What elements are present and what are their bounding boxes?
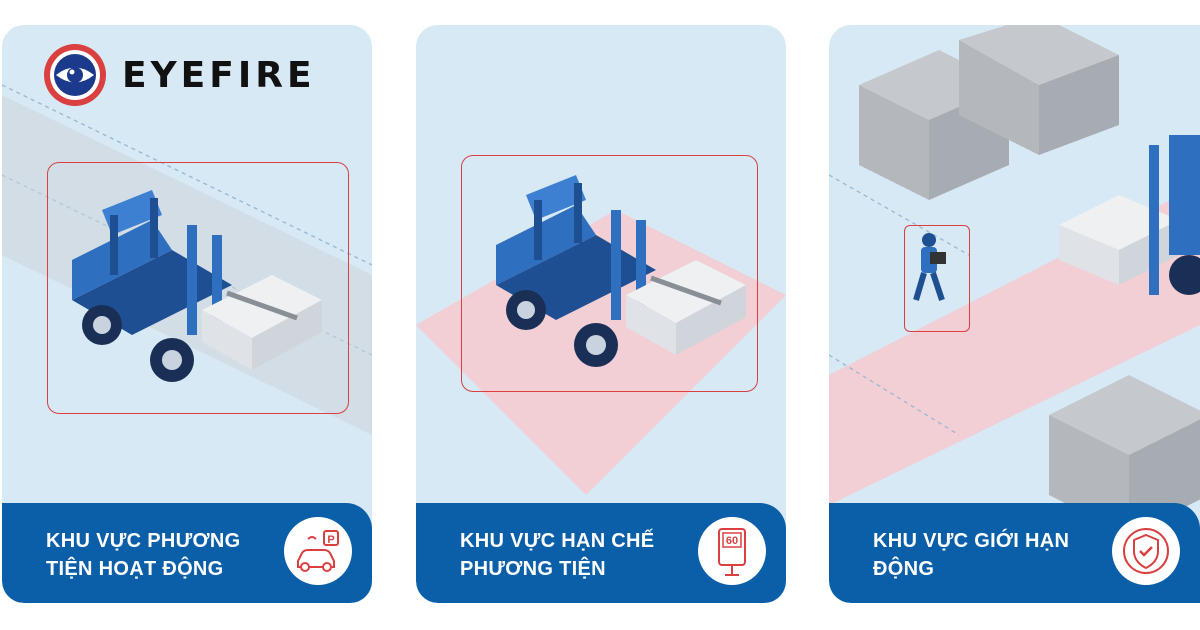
person-detection-box	[904, 225, 970, 332]
forklift-scene-illustration	[2, 84, 372, 435]
brand-name: EYEFIRE	[122, 54, 316, 96]
zone-title: KHU VỰC PHƯƠNG TIỆN HOẠT ĐỘNG	[46, 527, 276, 583]
zone-badge: P	[284, 517, 352, 585]
zone-title: KHU VỰC HẠN CHẾ PHƯƠNG TIỆN	[460, 527, 690, 583]
zone-badge: 60	[698, 517, 766, 585]
shield-check-icon	[1123, 528, 1169, 574]
card-vehicle-operating-zone: EYEFIRE KHU VỰC PHƯƠNG TIỆN HOẠT ĐỘNG P	[2, 25, 372, 603]
speed-limit-sign-icon: 60	[718, 528, 746, 576]
warehouse-illustration	[829, 25, 1200, 535]
zone-title-line-2: ĐỘNG	[873, 558, 935, 580]
eye-target-icon	[44, 44, 106, 106]
zone-title: KHU VỰC GIỚI HẠN ĐỘNG	[873, 527, 1103, 583]
zone-title-line-1: KHU VỰC PHƯƠNG	[46, 530, 241, 552]
speed-value: 60	[726, 535, 738, 547]
zone-title-line-2: TIỆN HOẠT ĐỘNG	[46, 558, 224, 580]
vehicle-detection-box	[461, 155, 758, 392]
card-vehicle-restricted-zone: KHU VỰC HẠN CHẾ PHƯƠNG TIỆN 60	[416, 25, 786, 603]
zone-banner: KHU VỰC HẠN CHẾ PHƯƠNG TIỆN 60	[416, 503, 786, 603]
restricted-zone-illustration	[416, 175, 786, 495]
svg-text:P: P	[327, 534, 334, 546]
eyefire-logo: EYEFIRE	[42, 40, 316, 110]
zone-badge	[1112, 517, 1180, 585]
zone-title-line-2: PHƯƠNG TIỆN	[460, 558, 606, 580]
card-movement-limit-zone: KHU VỰC GIỚI HẠN ĐỘNG	[829, 25, 1200, 603]
vehicle-detection-box	[47, 162, 349, 414]
zone-title-line-1: KHU VỰC HẠN CHẾ	[460, 530, 655, 552]
zone-banner: KHU VỰC GIỚI HẠN ĐỘNG	[829, 503, 1200, 603]
zone-title-line-1: KHU VỰC GIỚI HẠN	[873, 530, 1070, 552]
car-parking-icon: P	[297, 530, 339, 572]
zone-banner: KHU VỰC PHƯƠNG TIỆN HOẠT ĐỘNG P	[2, 503, 372, 603]
